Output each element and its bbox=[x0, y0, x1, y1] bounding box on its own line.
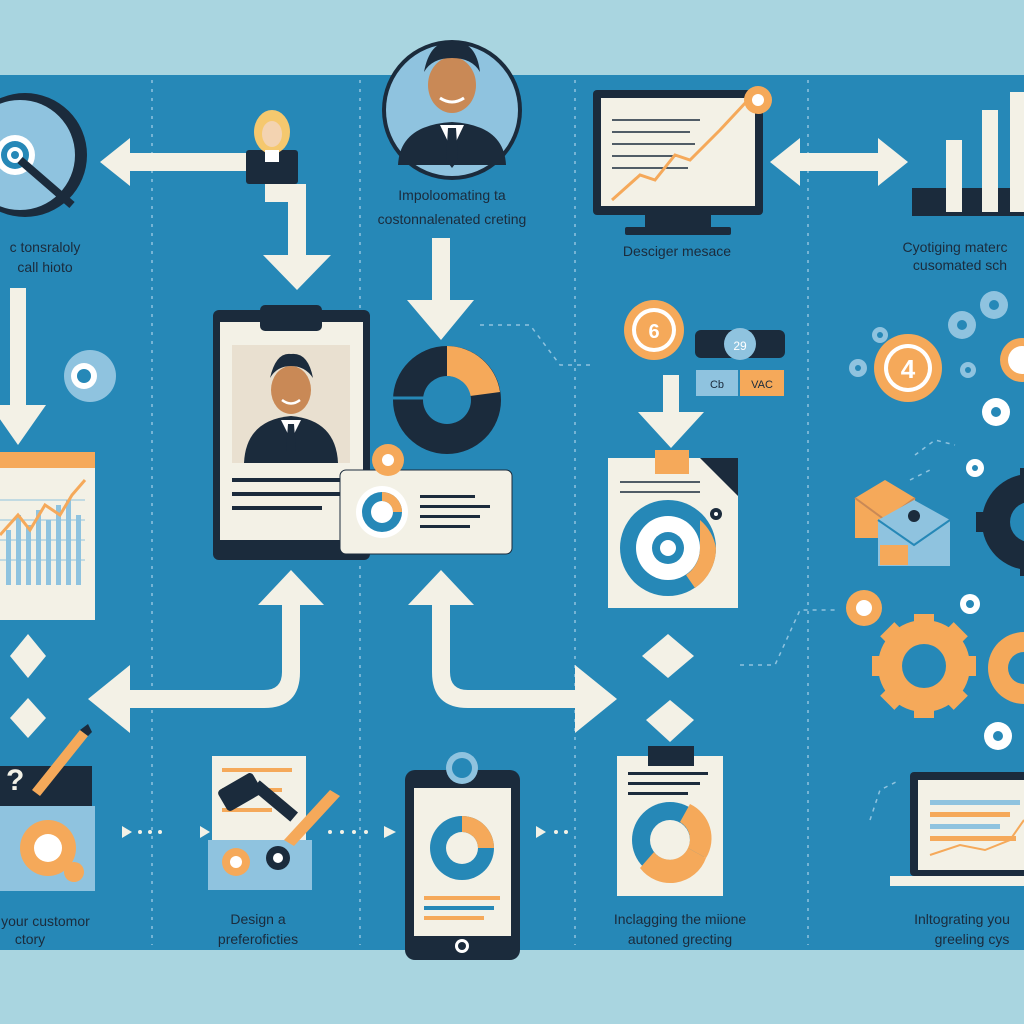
label-top-right-center: Desciger mesace bbox=[623, 243, 731, 259]
label-top-left-line1: c tonsraloly bbox=[10, 239, 81, 255]
curved-arrow-left-icon bbox=[88, 570, 324, 733]
chart-monitor-icon bbox=[593, 86, 772, 235]
gear-cluster-icon: 4 bbox=[849, 291, 1024, 477]
tablet-icon bbox=[405, 752, 520, 960]
profile-card-icon bbox=[339, 444, 513, 555]
badge-number-small: 29 bbox=[733, 339, 747, 353]
envelope-icon bbox=[854, 480, 951, 566]
arrow-down-icon bbox=[263, 184, 331, 290]
label-bottom-center-left-line1: Design a bbox=[230, 911, 285, 927]
svg-text:?: ? bbox=[6, 764, 24, 797]
webcam-icon: 29 Cb VAC bbox=[695, 328, 785, 396]
dashed-connectors bbox=[480, 324, 956, 821]
label-bottom-right-line2: greeling cys bbox=[935, 931, 1010, 947]
clipboard-icon bbox=[617, 746, 723, 896]
chat-badge-icon bbox=[64, 350, 116, 402]
label-top-center-line2: costonnalenated creting bbox=[378, 211, 527, 227]
pencil-box-icon: ? bbox=[0, 724, 95, 891]
double-arrow-icon bbox=[642, 634, 694, 742]
label-top-far-right-line2: cusomated sch bbox=[913, 257, 1007, 273]
arrow-left-icon bbox=[100, 138, 246, 186]
woman-avatar-icon bbox=[246, 110, 298, 184]
arrow-down-icon bbox=[407, 238, 474, 340]
gear-number: 4 bbox=[901, 354, 916, 384]
bar-chart-icon bbox=[912, 92, 1024, 216]
label-top-left-line2: call hioto bbox=[17, 259, 72, 275]
design-tools-icon bbox=[208, 756, 340, 890]
arrow-down-icon bbox=[0, 288, 46, 445]
label-top-far-right-line1: Cyotiging materc bbox=[902, 239, 1007, 255]
coin-number: 6 bbox=[648, 321, 659, 343]
label-bottom-center-left-line2: preferoficties bbox=[218, 931, 298, 947]
double-arrow-icon bbox=[770, 138, 908, 186]
donut-chart-icon bbox=[393, 346, 501, 454]
label-bottom-left-line2: ctory bbox=[15, 931, 45, 947]
line-chart-panel bbox=[0, 452, 95, 620]
label-bottom-right-line1: Inltograting you bbox=[914, 911, 1010, 927]
laptop-icon bbox=[890, 772, 1024, 886]
label-bottom-left-line1: y your customor bbox=[0, 913, 90, 929]
gear-icon bbox=[846, 590, 1024, 750]
tag-right: VAC bbox=[751, 379, 773, 391]
id-card-icon bbox=[213, 305, 370, 560]
manager-avatar-icon bbox=[382, 40, 522, 180]
label-bottom-center-right-line1: Inclagging the miione bbox=[614, 911, 747, 927]
curved-arrow-right-icon bbox=[408, 570, 617, 733]
tag-left: Cb bbox=[710, 379, 724, 391]
coin-badge-icon: 6 bbox=[624, 300, 684, 360]
arrow-down-icon bbox=[638, 375, 704, 448]
label-bottom-center-right-line2: autoned grecting bbox=[628, 931, 732, 947]
dotted-arrow-icon bbox=[122, 826, 568, 838]
target-document-icon bbox=[608, 450, 738, 608]
label-top-center-line1: Impoloomating ta bbox=[398, 187, 506, 203]
gear-icon bbox=[976, 468, 1024, 576]
column-dividers bbox=[151, 80, 809, 945]
double-arrow-icon bbox=[10, 634, 46, 738]
target-icon bbox=[0, 93, 87, 217]
